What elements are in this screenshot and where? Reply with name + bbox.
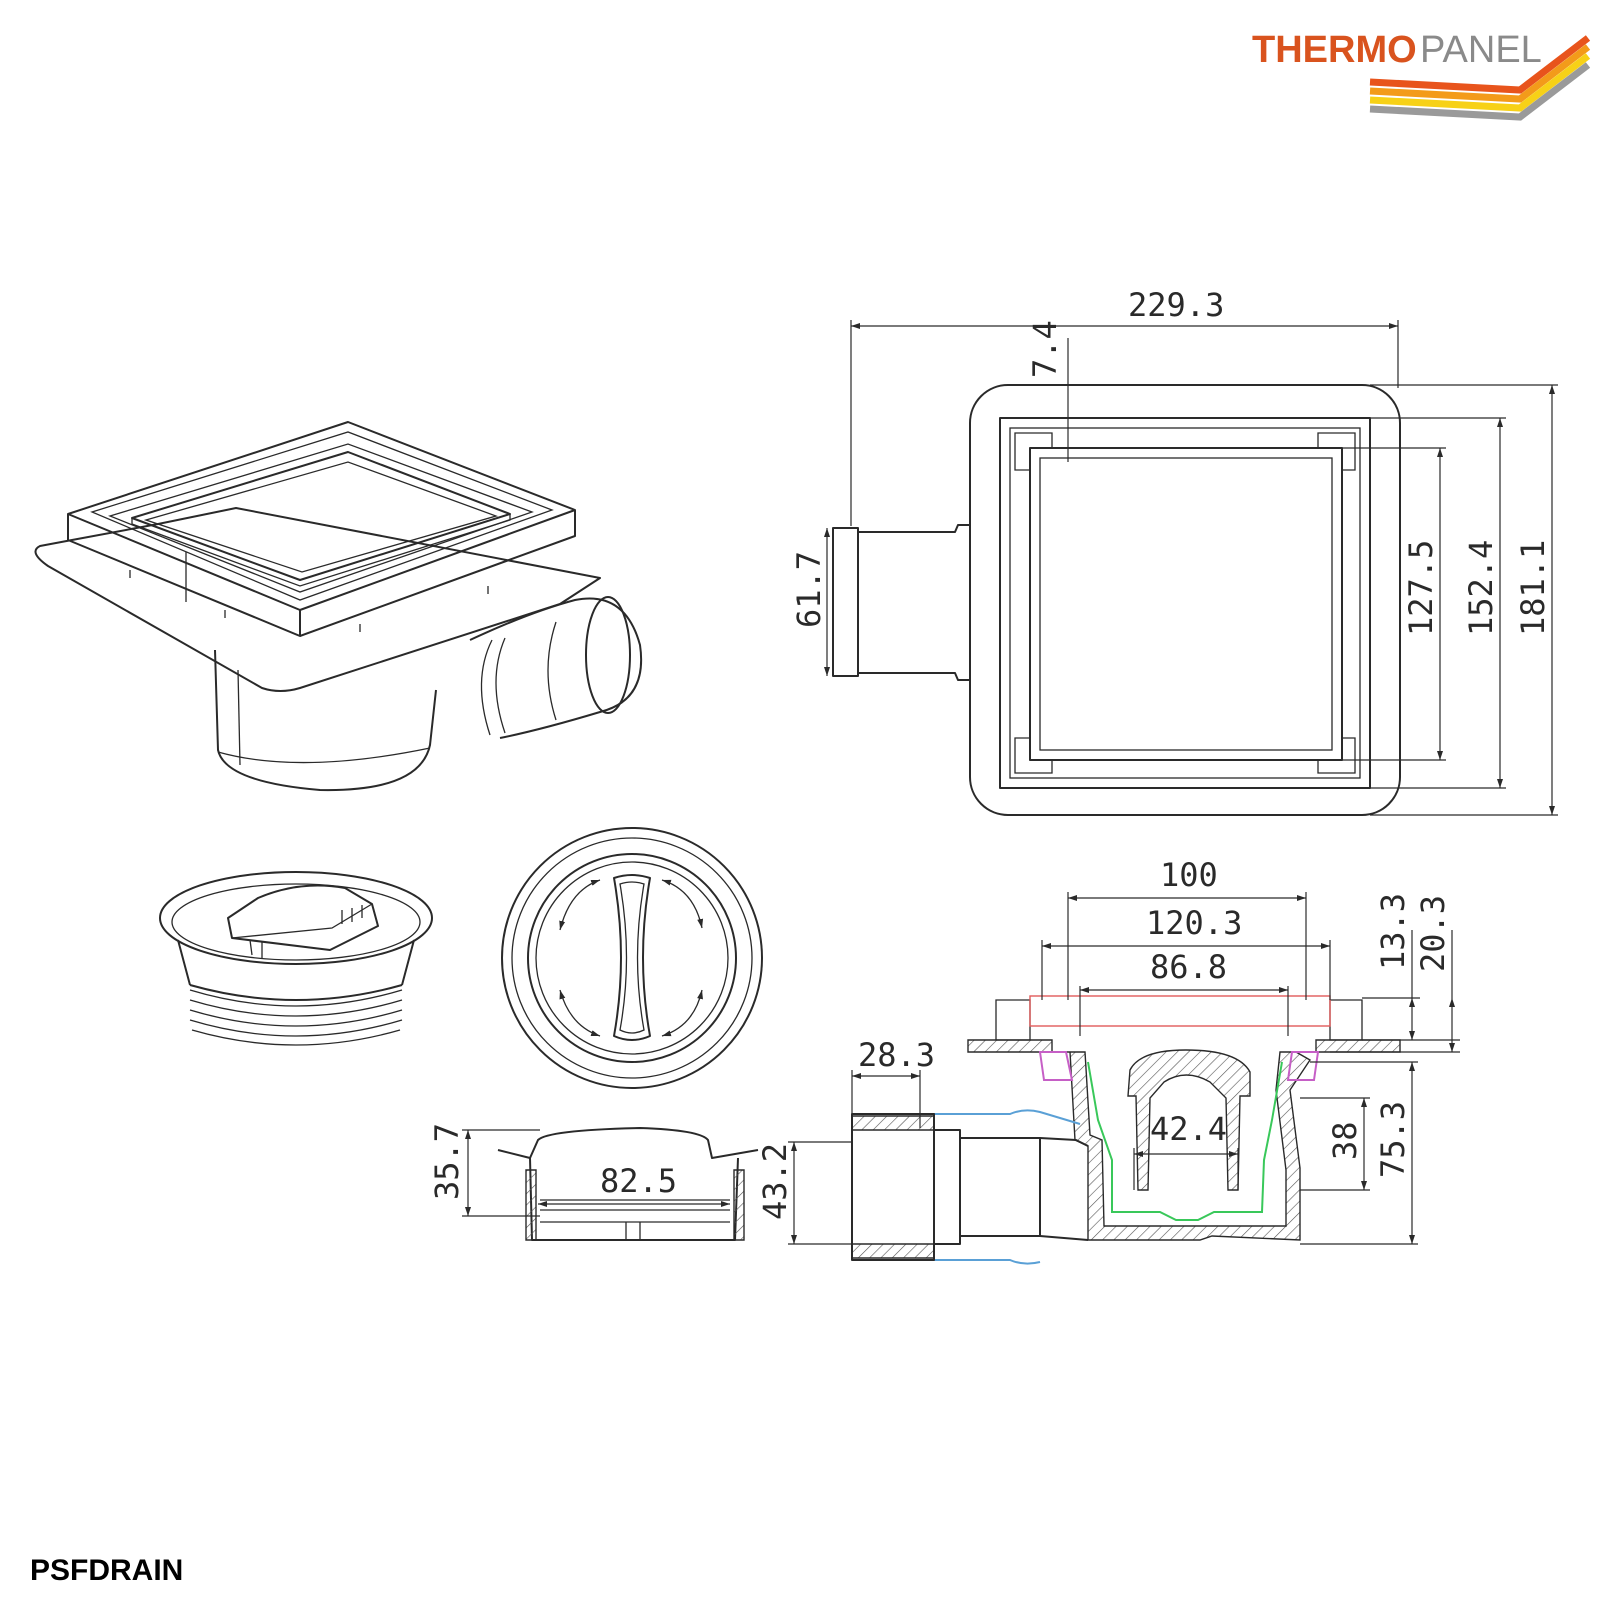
dim-section-75: 75.3 xyxy=(1374,1101,1412,1178)
trap-insert-view xyxy=(159,871,433,1046)
brand-logo: THERMO PANEL xyxy=(1252,29,1591,121)
dim-inner-grate: 127.5 xyxy=(1402,540,1440,636)
dim-outlet-dia: 61.7 xyxy=(790,551,828,628)
brand-stripe xyxy=(1369,44,1591,103)
assembly-section-view: 100 120.3 86.8 13.3 20.3 28.3 42.4 38 75… xyxy=(756,856,1460,1265)
brand-name-bold: THERMO xyxy=(1252,29,1417,71)
dim-trap-height: 35.7 xyxy=(428,1123,466,1200)
dim-section-13: 13.3 xyxy=(1374,893,1412,970)
dim-section-100: 100 xyxy=(1160,856,1218,894)
brand-stripe xyxy=(1369,35,1591,94)
brand-stripe xyxy=(1369,62,1591,121)
brand-name-light: PANEL xyxy=(1420,29,1542,71)
dim-top-width: 229.3 xyxy=(1128,286,1224,324)
trap-section-view: 35.7 82.5 xyxy=(428,1123,759,1241)
dim-pipe-height: 43.2 xyxy=(756,1143,794,1220)
brand-stripes-icon xyxy=(1369,35,1591,121)
isometric-drain-view xyxy=(34,421,643,792)
trap-top-view xyxy=(501,827,763,1089)
plan-view: 229.3 7.4 61.7 127.5 152.4 181.1 xyxy=(790,286,1558,816)
brand-stripe xyxy=(1369,53,1591,112)
dim-top-flange: 7.4 xyxy=(1026,320,1064,378)
dim-section-38: 38 xyxy=(1326,1121,1364,1160)
dim-section-20: 20.3 xyxy=(1414,895,1452,972)
dim-section-42: 42.4 xyxy=(1150,1110,1227,1148)
dim-trap-dia: 82.5 xyxy=(600,1162,677,1200)
dim-section-120: 120.3 xyxy=(1146,904,1242,942)
dim-section-86: 86.8 xyxy=(1150,948,1227,986)
dim-frame-size: 152.4 xyxy=(1462,540,1500,636)
dim-overall-size: 181.1 xyxy=(1514,540,1552,636)
product-code: PSFDRAIN xyxy=(30,1554,183,1587)
dim-section-28: 28.3 xyxy=(858,1036,935,1074)
